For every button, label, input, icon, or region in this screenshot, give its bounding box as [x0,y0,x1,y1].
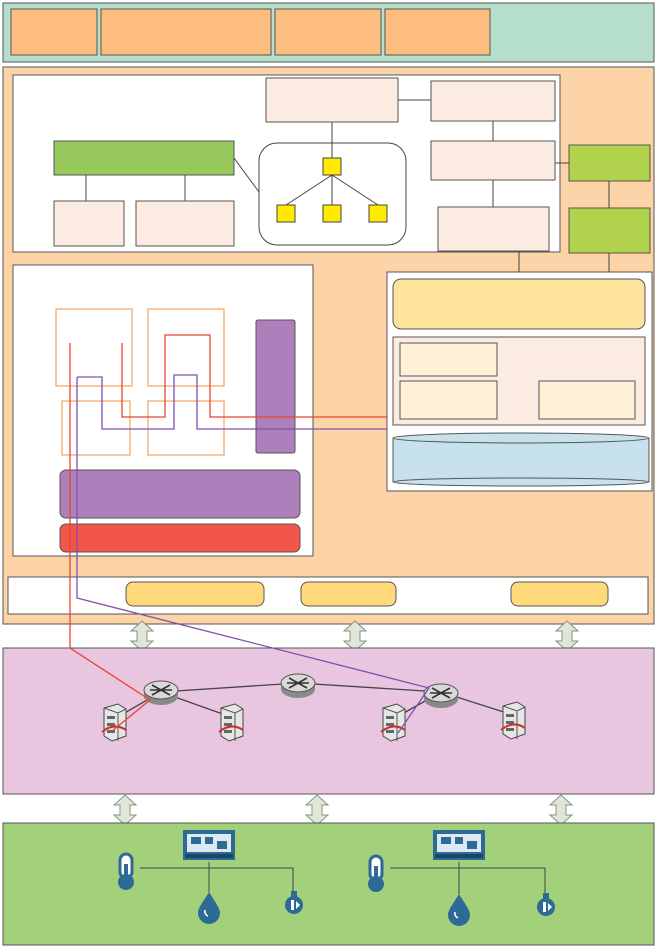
service-pill-3 [510,581,609,607]
green-box-upper [568,144,651,182]
cream-box-3 [538,380,636,420]
sensor-group-2 [366,830,555,927]
sub-box-left [53,200,125,247]
yellow-service-box [392,278,646,330]
lower-connectors [113,794,573,826]
double-arrow-icon [343,620,367,652]
cream-box-1 [399,342,498,377]
red-trace-line [121,334,387,418]
right-box-3 [437,206,550,252]
field-layer [2,822,655,946]
top-box-3 [274,8,382,56]
router-icon [280,673,316,699]
tree-node-1 [276,204,296,223]
top-box-1 [10,8,98,56]
purple-bar [59,469,301,519]
network-layer [2,647,655,795]
right-box-1 [430,80,556,122]
data-panel [386,271,653,492]
orange-frame-4 [147,400,225,456]
gateway-icon [183,830,235,860]
server-icon [218,703,244,742]
orange-frame-3 [61,400,131,456]
topology-panel [12,264,314,557]
red-bar [59,523,301,553]
thermometer-icon [366,854,386,894]
orange-frame-1 [55,308,133,387]
green-box-lower [568,207,651,254]
architecture-panel [12,74,569,253]
double-arrow-icon [113,794,137,826]
top-band [2,2,655,63]
top-center-box [265,77,399,123]
top-box-4 [384,8,491,56]
orange-frame-2 [147,308,225,387]
cream-box-2 [399,380,498,420]
service-pill-2 [300,581,397,607]
platform-layer [2,66,655,625]
double-arrow-icon [130,620,154,652]
thermometer-icon [116,852,136,892]
sensor-group-1 [116,830,303,925]
sub-box-right [135,200,235,247]
purple-trace-line [77,374,387,430]
tree-node-2 [322,204,342,223]
database-cylinder [392,432,650,487]
service-pill-1 [125,581,265,607]
red-trace-line [69,343,152,732]
tree-node-3 [368,204,388,223]
service-bar [7,576,649,615]
tree-node-root [322,157,342,176]
purple-trace-line [76,377,431,734]
right-box-2 [430,140,556,181]
top-box-2 [100,8,272,56]
double-arrow-icon [555,620,579,652]
gateway-icon [433,830,485,860]
purple-vertical-bar [255,319,296,454]
upper-connectors [130,620,579,652]
server-icon [500,701,526,740]
green-module-box [53,140,235,176]
double-arrow-icon [549,794,573,826]
server-icon [380,703,406,742]
double-arrow-icon [305,794,329,826]
